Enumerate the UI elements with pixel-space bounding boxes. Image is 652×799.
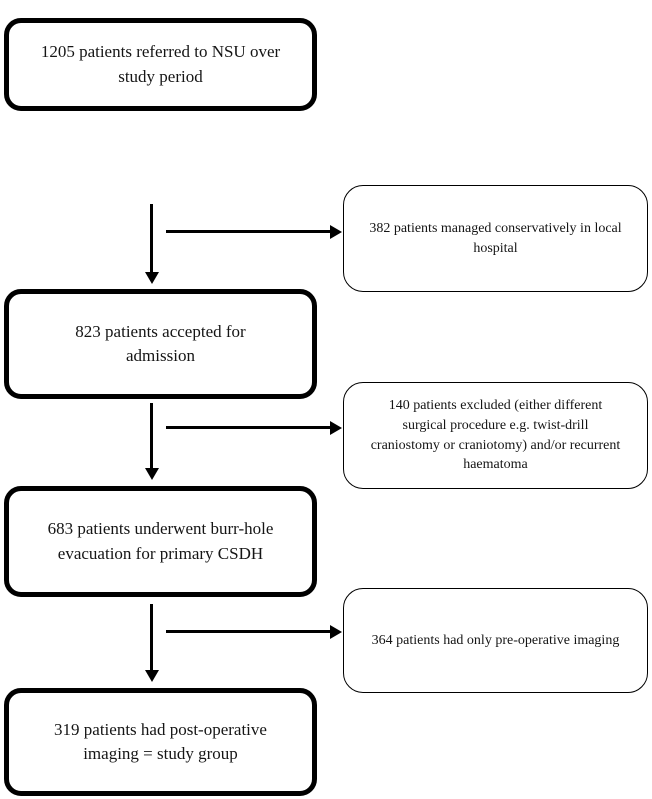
box-burr-hole-evacuation: 683 patients underwent burr-hole evacuat… (4, 486, 317, 597)
box-excluded-patients: 140 patients excluded (either different … (343, 382, 648, 489)
arrow-down-accepted-to-burr-hole-head-icon (144, 468, 159, 480)
box-burr-hole-evacuation-label: 683 patients underwent burr-hole evacuat… (47, 519, 274, 563)
arrow-down-burr-hole-to-study-group-line (150, 604, 153, 671)
box-referred-patients-label: 1205 patients referred to NSU over study… (40, 42, 281, 86)
arrow-branch-pre-operative-imaging-only-head-icon (330, 624, 342, 639)
arrow-down-referred-to-accepted-head-icon (144, 272, 159, 284)
arrow-branch-excluded-line (166, 426, 331, 429)
box-accepted-admission: 823 patients accepted for admission (4, 289, 317, 399)
box-referred-patients: 1205 patients referred to NSU over study… (4, 18, 317, 111)
arrow-branch-managed-conservatively-line (166, 230, 331, 233)
box-pre-operative-imaging-only: 364 patients had only pre-operative imag… (343, 588, 648, 693)
box-pre-operative-imaging-only-label: 364 patients had only pre-operative imag… (371, 632, 620, 648)
box-accepted-admission-label: 823 patients accepted for admission (75, 321, 246, 365)
arrow-down-burr-hole-to-study-group-head-icon (144, 670, 159, 682)
arrow-down-accepted-to-burr-hole-line (150, 403, 153, 469)
arrow-branch-managed-conservatively-head-icon (330, 224, 342, 239)
arrow-branch-excluded-head-icon (330, 420, 342, 435)
arrow-down-referred-to-accepted-line (150, 204, 153, 273)
box-study-group-label: 319 patients had post-operative imaging … (54, 719, 267, 763)
box-excluded-patients-label: 140 patients excluded (either different … (370, 398, 621, 473)
box-managed-conservatively: 382 patients managed conservatively in l… (343, 185, 648, 292)
box-study-group: 319 patients had post-operative imaging … (4, 688, 317, 796)
box-managed-conservatively-label: 382 patients managed conservatively in l… (369, 220, 622, 256)
arrow-branch-pre-operative-imaging-only-line (166, 630, 331, 633)
